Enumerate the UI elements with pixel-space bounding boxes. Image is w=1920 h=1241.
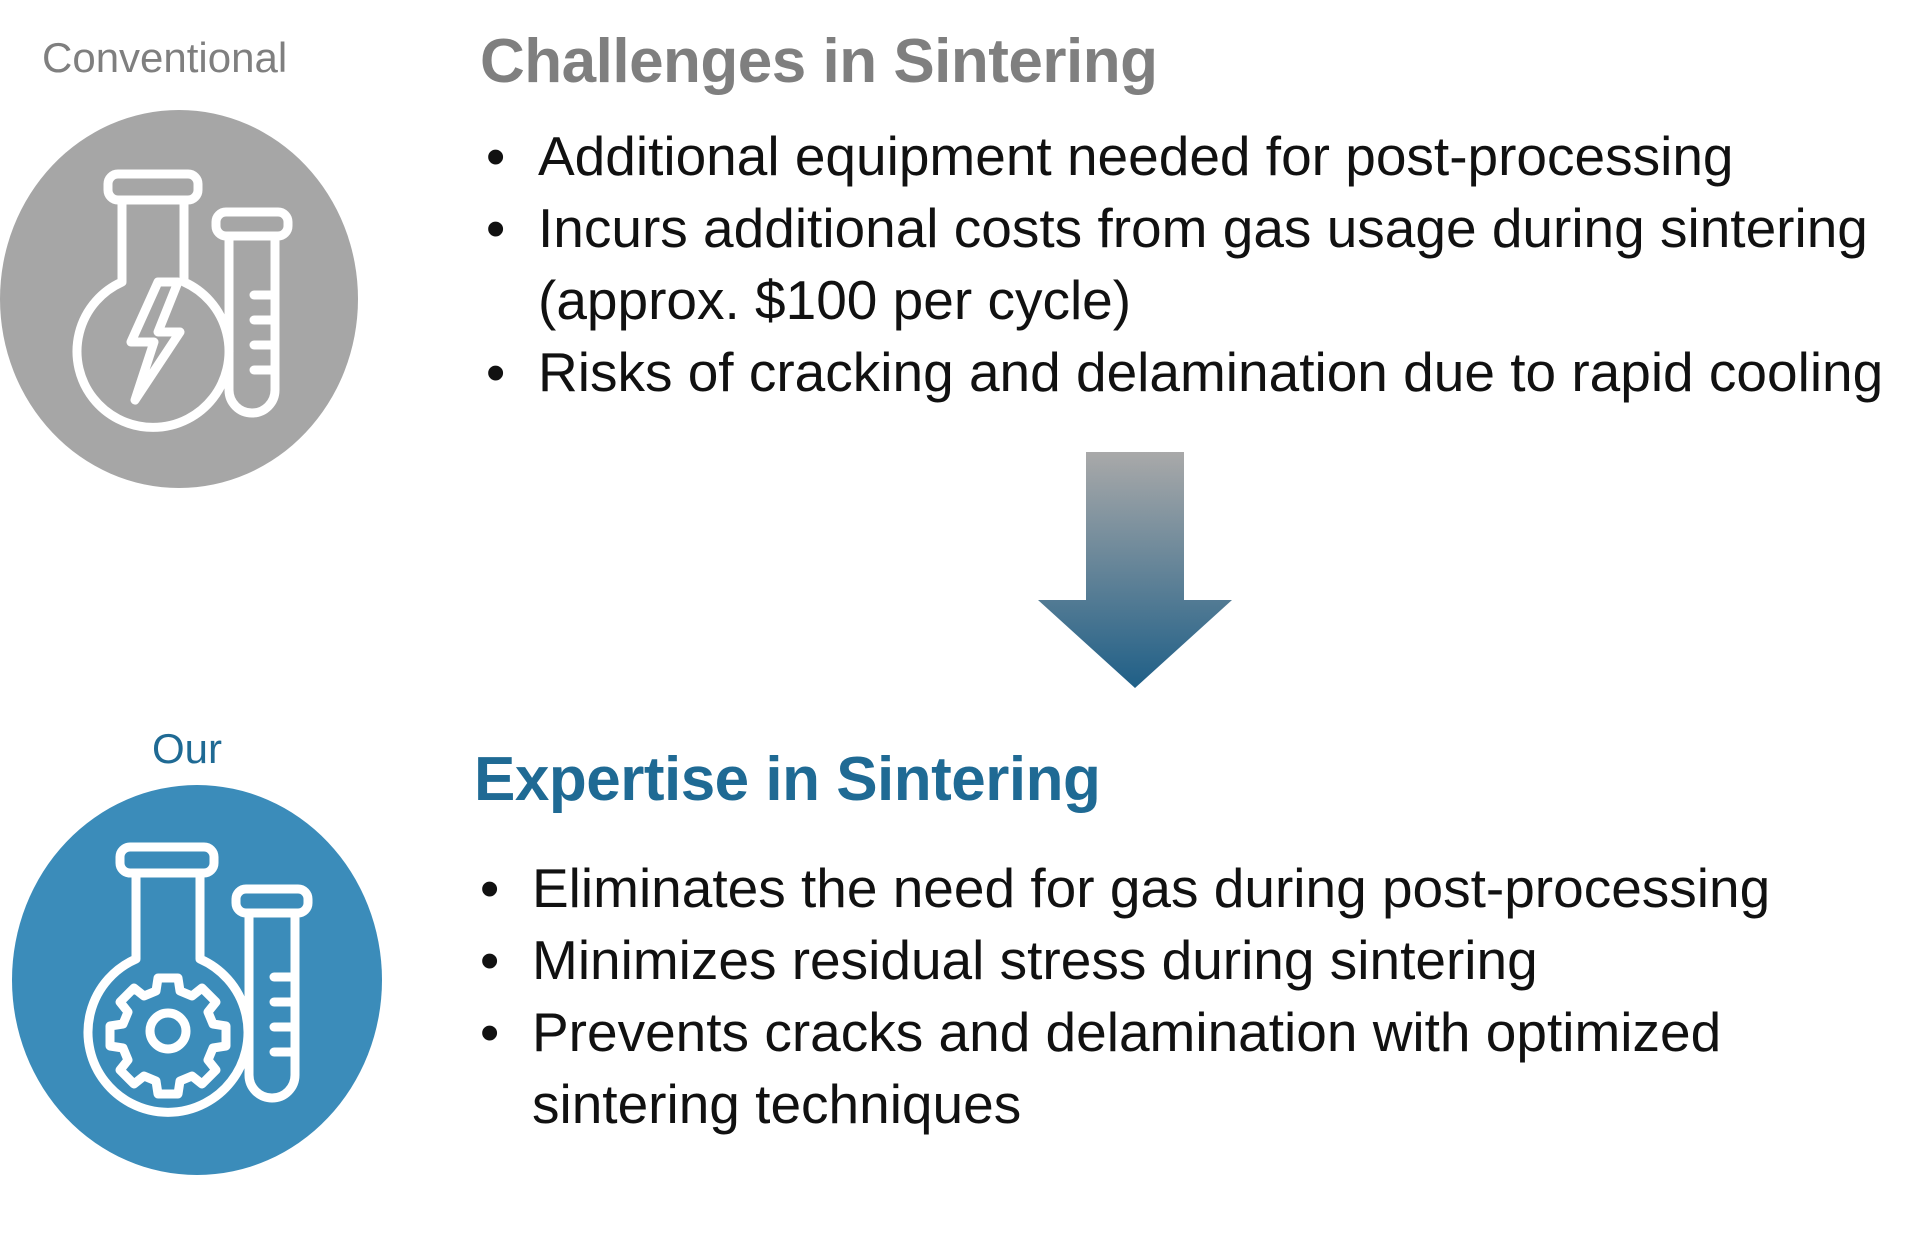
conventional-label: Conventional bbox=[42, 34, 288, 81]
challenges-list: Additional equipment needed for post-pro… bbox=[480, 120, 1900, 408]
our-icon-circle bbox=[12, 785, 382, 1175]
flask-lightning-icon bbox=[72, 169, 293, 432]
challenge-item: Additional equipment needed for post-pro… bbox=[480, 120, 1900, 192]
our-label: Our bbox=[152, 725, 223, 772]
down-arrow-icon bbox=[1038, 452, 1232, 688]
expertise-heading: Expertise in Sintering bbox=[474, 745, 1101, 814]
expertise-item: Minimizes residual stress during sinteri… bbox=[474, 924, 1900, 996]
flask-gear-icon bbox=[83, 842, 313, 1117]
expertise-item: Prevents cracks and delamination with op… bbox=[474, 996, 1900, 1140]
challenge-item: Risks of cracking and delamination due t… bbox=[480, 336, 1900, 408]
expertise-list: Eliminates the need for gas during post-… bbox=[474, 852, 1900, 1140]
challenge-item: Incurs additional costs from gas usage d… bbox=[480, 192, 1900, 336]
challenges-heading: Challenges in Sintering bbox=[480, 27, 1158, 96]
expertise-item: Eliminates the need for gas during post-… bbox=[474, 852, 1900, 924]
conventional-icon-circle bbox=[0, 110, 358, 488]
